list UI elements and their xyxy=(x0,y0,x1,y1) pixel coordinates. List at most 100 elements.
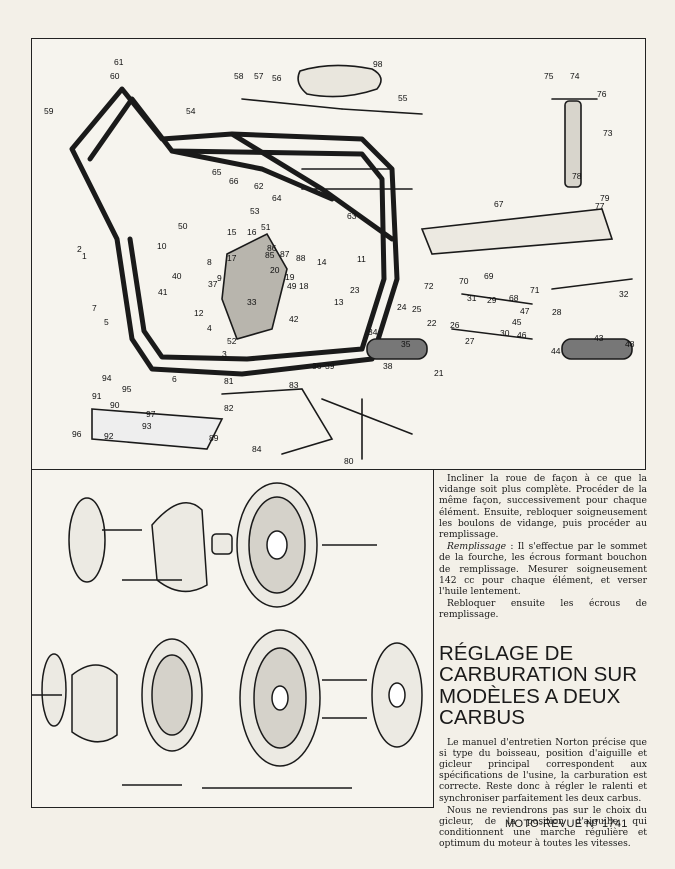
inner-frame-tube xyxy=(87,96,387,362)
callout-49: 49 xyxy=(287,281,297,291)
callout-25: 25 xyxy=(412,304,422,314)
callout-92: 92 xyxy=(104,431,114,441)
callout-57: 57 xyxy=(254,71,264,81)
callout-37: 37 xyxy=(208,279,218,289)
seat-part xyxy=(297,64,382,98)
callout-77: 77 xyxy=(595,201,605,211)
callout-10: 10 xyxy=(157,241,167,251)
callout-31: 31 xyxy=(467,293,477,303)
callout-36: 36 xyxy=(312,361,322,371)
callout-30: 30 xyxy=(500,328,510,338)
engine-plate xyxy=(221,232,288,340)
callout-44: 44 xyxy=(551,346,561,356)
callout-17: 17 xyxy=(227,253,237,263)
callout-60: 60 xyxy=(110,71,120,81)
callout-50: 50 xyxy=(178,221,188,231)
callout-79: 79 xyxy=(600,193,610,203)
callout-11: 11 xyxy=(357,254,366,264)
callout-59: 59 xyxy=(44,106,54,116)
callout-90: 90 xyxy=(110,400,120,410)
callout-54: 54 xyxy=(186,106,196,116)
callout-41: 41 xyxy=(158,287,168,297)
callout-1: 1 xyxy=(82,251,87,261)
callout-29: 29 xyxy=(487,295,497,305)
callout-66: 66 xyxy=(229,176,239,186)
callout-87: 87 xyxy=(280,249,290,259)
remplissage-lead: Remplissage xyxy=(447,541,507,553)
callout-81: 81 xyxy=(224,376,234,386)
callout-52: 52 xyxy=(227,336,237,346)
callout-96: 96 xyxy=(72,429,82,439)
callout-5: 5 xyxy=(104,317,109,327)
callout-16: 16 xyxy=(247,227,257,237)
callout-98: 98 xyxy=(373,59,383,69)
callout-46: 46 xyxy=(517,330,527,340)
callout-97: 97 xyxy=(146,409,156,419)
callout-24: 24 xyxy=(397,302,407,312)
callout-68: 68 xyxy=(509,293,519,303)
hub-drawing xyxy=(32,482,423,789)
callout-80: 80 xyxy=(344,456,354,466)
callout-73: 73 xyxy=(603,128,613,138)
callout-2: 2 xyxy=(77,244,82,254)
callout-45: 45 xyxy=(512,317,522,327)
callout-64: 64 xyxy=(272,193,282,203)
callout-33: 33 xyxy=(247,297,257,307)
callout-91: 91 xyxy=(92,391,102,401)
callout-8: 8 xyxy=(207,257,212,267)
callout-72: 72 xyxy=(424,281,434,291)
callout-78: 78 xyxy=(572,171,582,181)
callout-40: 40 xyxy=(172,271,182,281)
paragraph-rebloquer: Rebloquer ensuite les écrous de rempliss… xyxy=(439,598,647,621)
callout-63: 63 xyxy=(347,211,357,221)
callout-4: 4 xyxy=(207,323,212,333)
callout-48: 48 xyxy=(625,339,635,349)
callout-75: 75 xyxy=(544,71,554,81)
rear-shock xyxy=(564,100,582,188)
callout-34: 34 xyxy=(368,327,378,337)
callout-47: 47 xyxy=(520,306,530,316)
spring-spacer xyxy=(211,533,233,555)
callout-82: 82 xyxy=(224,403,234,413)
callout-27: 27 xyxy=(465,336,475,346)
callout-69: 69 xyxy=(484,271,494,281)
callout-58: 58 xyxy=(234,71,244,81)
callout-85: 85 xyxy=(265,250,275,260)
callout-39: 39 xyxy=(325,361,335,371)
callout-56: 56 xyxy=(272,73,282,83)
callout-22: 22 xyxy=(427,318,437,328)
callout-14: 14 xyxy=(317,257,327,267)
callout-67: 67 xyxy=(494,199,504,209)
callout-62: 62 xyxy=(254,181,264,191)
callout-19: 19 xyxy=(285,272,295,282)
callout-88: 88 xyxy=(296,253,306,263)
callout-51: 51 xyxy=(261,222,271,232)
callout-43: 43 xyxy=(594,333,604,343)
swing-arm xyxy=(420,208,614,255)
callout-15: 15 xyxy=(227,227,237,237)
callout-53: 53 xyxy=(250,206,260,216)
callout-35: 35 xyxy=(401,339,411,349)
callout-38: 38 xyxy=(383,361,393,371)
callout-32: 32 xyxy=(619,289,629,299)
callout-71: 71 xyxy=(530,285,540,295)
callout-55: 55 xyxy=(398,93,408,103)
callout-18: 18 xyxy=(299,281,309,291)
callout-42: 42 xyxy=(289,314,299,324)
callout-13: 13 xyxy=(334,297,344,307)
article-column: Incliner la roue de façon à ce que la vi… xyxy=(439,473,647,851)
callout-89: 89 xyxy=(209,433,219,443)
paragraph-vidange: Incliner la roue de façon à ce que la vi… xyxy=(439,473,647,541)
callout-12: 12 xyxy=(194,308,204,318)
brake-shoes xyxy=(151,502,208,593)
brake-backplate xyxy=(68,497,106,583)
paragraph-manuel: Le manuel d'entretien Norton précise que… xyxy=(439,736,647,804)
paragraph-remplissage: Remplissage : Il s'effectue par le somme… xyxy=(439,541,647,597)
section-heading: RÉGLAGE DE CARBURATION SUR MODÈLES A DEU… xyxy=(439,641,638,730)
callout-9: 9 xyxy=(217,273,222,283)
callout-84: 84 xyxy=(252,444,262,454)
side-stand xyxy=(91,408,224,450)
callout-21: 21 xyxy=(434,368,444,378)
